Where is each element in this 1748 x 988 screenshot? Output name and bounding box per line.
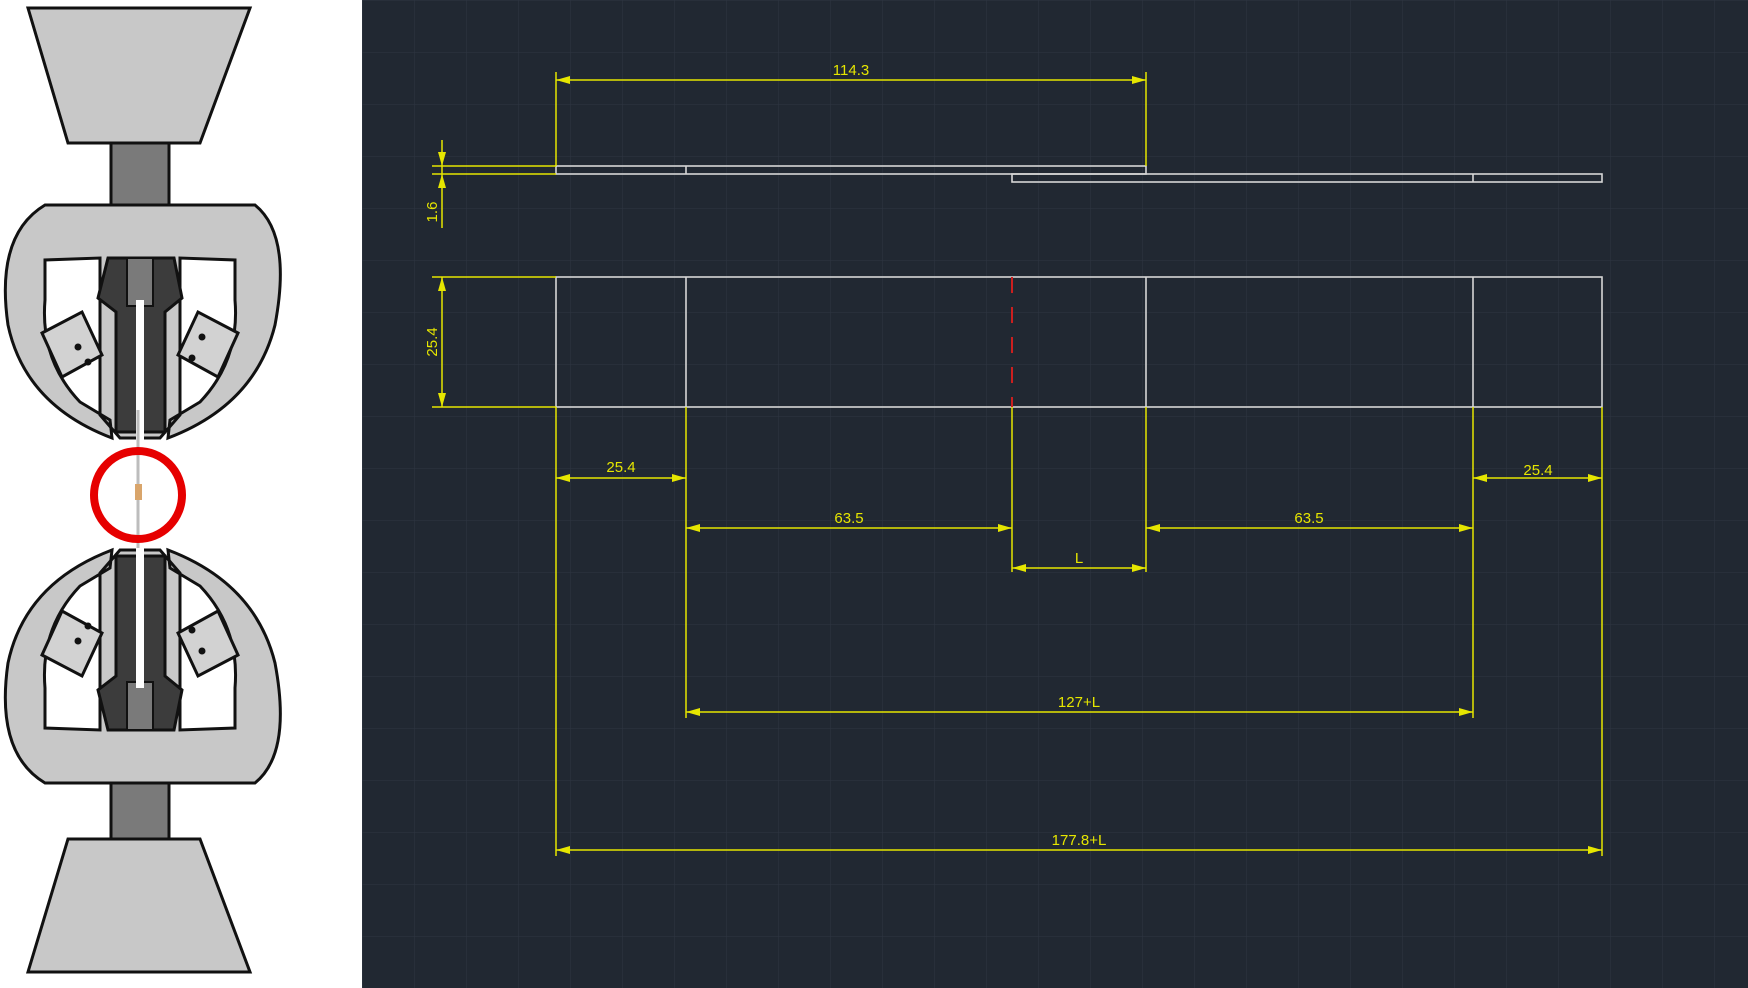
highlight-circle (90, 447, 186, 543)
specimen-outline (555, 276, 1603, 408)
dim-label-right-arm: 63.5 (1294, 510, 1323, 527)
grip-svg (3, 6, 282, 974)
bolt-icon (84, 622, 92, 630)
dim-label-inner-length: 127+L (1058, 694, 1100, 711)
lower-adherend-side (1011, 173, 1603, 183)
lower-wedge-insert (126, 681, 154, 731)
bolt-icon (74, 637, 82, 645)
dim-label-width: 25.4 (424, 327, 441, 356)
dim-label-overlap: L (1075, 550, 1083, 567)
dimension-arrows (438, 76, 1602, 854)
dim-label-top-overlap: 114.3 (833, 62, 869, 79)
cad-svg: 114.3 1.6 25.4 25.4 25.4 63.5 63.5 L 127… (362, 0, 1748, 988)
dim-label-right-tab: 25.4 (1523, 462, 1552, 479)
bolt-icon (198, 333, 206, 341)
lower-jaw-gap (136, 548, 144, 688)
dim-label-total-length: 177.8+L (1052, 832, 1107, 849)
upper-adherend-side (555, 165, 1147, 175)
dim-label-left-tab: 25.4 (606, 459, 635, 476)
bolt-icon (188, 626, 196, 634)
lower-crosshead (25, 837, 253, 974)
dim-label-left-arm: 63.5 (834, 510, 863, 527)
bond-joint (135, 484, 142, 500)
tensile-grip-illustration (0, 0, 360, 988)
plan-view (555, 276, 1603, 408)
lower-shaft (109, 781, 171, 841)
bolt-icon (84, 358, 92, 366)
cad-drawing-panel: 114.3 1.6 25.4 25.4 25.4 63.5 63.5 L 127… (362, 0, 1748, 988)
bolt-icon (74, 343, 82, 351)
upper-shaft (109, 141, 171, 208)
bolt-icon (188, 354, 196, 362)
upper-jaw-gap (136, 300, 144, 440)
side-view (555, 165, 1603, 183)
bolt-icon (198, 647, 206, 655)
dim-label-thickness: 1.6 (424, 202, 441, 223)
upper-crosshead (25, 6, 253, 145)
upper-wedge-insert (126, 257, 154, 307)
cad-grid (362, 0, 1748, 988)
